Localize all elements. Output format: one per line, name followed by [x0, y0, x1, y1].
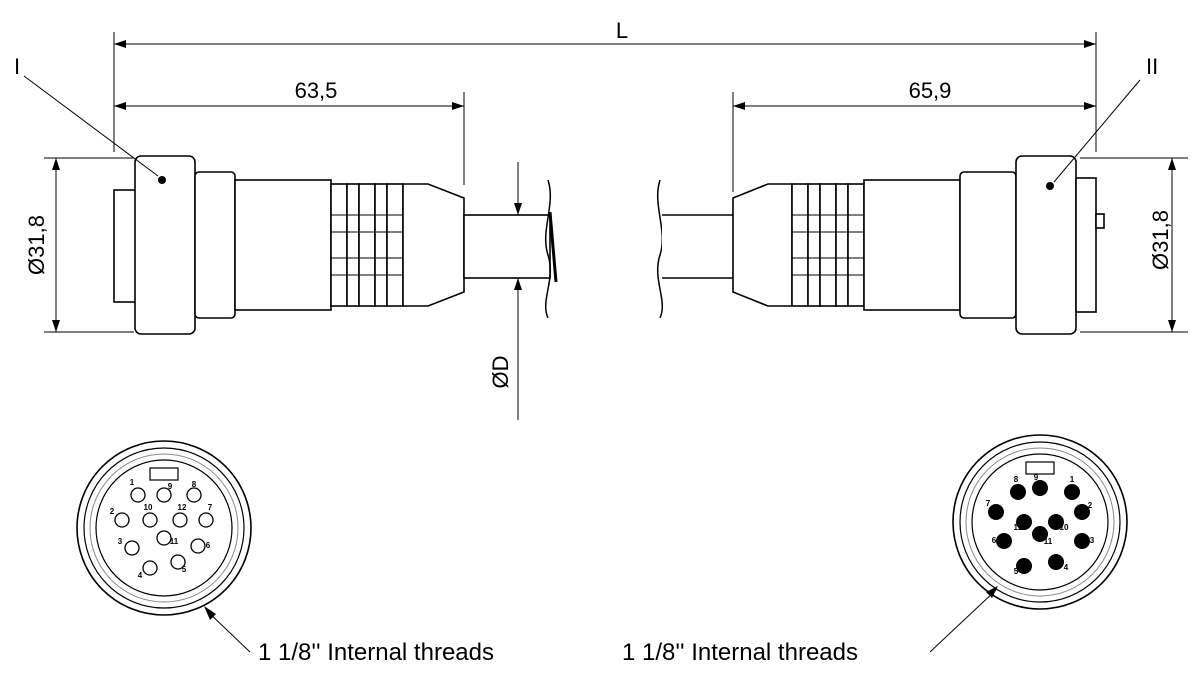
connector-ii-side-view: [656, 155, 1105, 335]
left-diameter-label: Ø31,8: [24, 215, 49, 275]
socket-contact-4: [1048, 554, 1064, 570]
pin-number-label: 9: [168, 482, 173, 491]
pin-contact-5: [170, 554, 186, 570]
left-diameter-dimension: Ø31,8: [24, 157, 134, 333]
left-length-dimension: 63,5: [114, 78, 465, 185]
left-thread-label: 1 1/8'' Internal threads: [258, 639, 494, 666]
overall-length-dimension: L: [113, 18, 1097, 152]
pin-contact-1: [130, 487, 146, 503]
overall-length-label: L: [616, 18, 628, 43]
socket-contact-12: [1016, 514, 1032, 530]
pin-number-label: 7: [986, 499, 991, 508]
socket-contact-10: [1048, 514, 1064, 530]
pin-number-label: 2: [110, 507, 115, 516]
pin-contact-6: [190, 538, 206, 554]
pin-contact-8: [186, 487, 202, 503]
pin-number-label: 2: [1088, 501, 1093, 510]
connector-i-face-view: [76, 440, 252, 616]
cable-diameter-dimension: ØD: [466, 162, 530, 420]
right-length-label: 65,9: [909, 78, 952, 103]
socket-contact-11: [1032, 526, 1048, 542]
connector-i-label-group: I: [14, 54, 159, 177]
pin-number-label: 4: [1064, 563, 1069, 572]
pin-number-label: 5: [1014, 567, 1019, 576]
pin-number-label: 8: [1014, 475, 1019, 484]
right-thread-callout: 1 1/8'' Internal threads: [622, 586, 998, 666]
pin-number-label: 1: [1070, 475, 1075, 484]
connector-i-marker-dot: [158, 176, 166, 184]
pin-number-label: 10: [1060, 523, 1069, 532]
pin-contact-3: [124, 540, 140, 556]
pin-number-label: 1: [130, 478, 135, 487]
pin-contact-11: [156, 530, 172, 546]
pin-number-label: 12: [1014, 523, 1023, 532]
socket-contact-7: [988, 504, 1004, 520]
connector-ii-label-group: II: [1053, 54, 1158, 183]
pin-number-label: 10: [144, 503, 153, 512]
pin-number-label: 9: [1034, 473, 1039, 482]
socket-contact-8: [1010, 484, 1026, 500]
connector-ii-marker-dot: [1046, 182, 1054, 190]
right-length-dimension: 65,9: [732, 78, 1096, 192]
connector-i-label: I: [14, 54, 20, 79]
pin-number-label: 3: [118, 537, 123, 546]
right-diameter-label: Ø31,8: [1148, 210, 1173, 270]
right-diameter-dimension: Ø31,8: [1080, 157, 1188, 333]
pin-number-label: 7: [208, 503, 213, 512]
pin-contact-4: [142, 560, 158, 576]
pin-number-label: 5: [182, 565, 187, 574]
pin-contact-12: [172, 512, 188, 528]
pin-number-label: 8: [192, 480, 197, 489]
pin-number-label: 11: [170, 537, 179, 546]
socket-contact-9: [1032, 480, 1048, 496]
connector-ii-label: II: [1146, 54, 1158, 79]
pin-number-label: 3: [1090, 536, 1095, 545]
socket-contact-6: [996, 533, 1012, 549]
pin-contact-10: [142, 512, 158, 528]
pin-number-label: 11: [1044, 537, 1053, 546]
pin-number-label: 4: [138, 571, 143, 580]
connector-i-side-view: [113, 155, 558, 335]
left-length-label: 63,5: [295, 78, 338, 103]
socket-contact-5: [1016, 558, 1032, 574]
pin-number-label: 6: [992, 536, 997, 545]
pin-number-label: 6: [206, 541, 211, 550]
left-thread-callout: 1 1/8'' Internal threads: [204, 606, 494, 666]
socket-contact-2: [1074, 504, 1090, 520]
cable-diameter-label: ØD: [488, 356, 513, 389]
pin-contact-2: [114, 512, 130, 528]
pin-number-label: 12: [178, 503, 187, 512]
pin-contact-7: [198, 512, 214, 528]
pin-contact-9: [156, 487, 172, 503]
socket-contact-1: [1064, 484, 1080, 500]
right-thread-label: 1 1/8'' Internal threads: [622, 639, 858, 666]
connector-ii-face-view: [952, 434, 1128, 610]
socket-contact-3: [1074, 533, 1090, 549]
